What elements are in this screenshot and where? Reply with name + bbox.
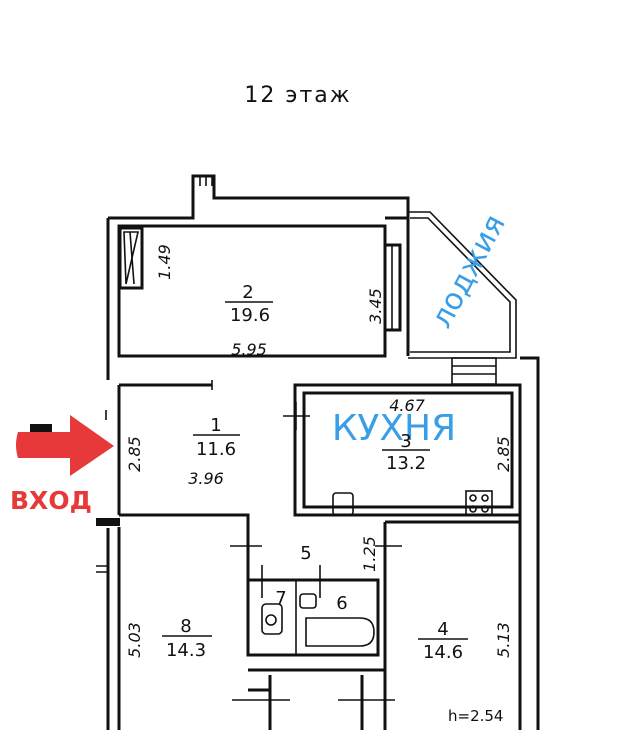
room-3-number: 3	[400, 431, 411, 452]
room-7-number: 7	[275, 588, 286, 609]
dim-room8-height: 5.03	[125, 622, 144, 658]
room-5-number: 5	[300, 543, 311, 564]
dim-hall-height: 2.85	[125, 436, 144, 472]
room-8-number: 8	[180, 616, 191, 637]
floor-label: 12 этаж	[244, 83, 351, 108]
dim-corridor: 1.25	[360, 536, 379, 572]
dim-kitchen-width: 4.67	[389, 396, 425, 415]
entrance-label: ВХОД	[10, 486, 92, 515]
room-4-area: 14.6	[423, 642, 463, 663]
dim-room4-height: 5.13	[494, 622, 513, 658]
room-6-number: 6	[336, 593, 347, 614]
dim-hall-width: 3.96	[188, 469, 224, 488]
room-4-number: 4	[437, 619, 448, 640]
room-3-area: 13.2	[386, 453, 426, 474]
room-2-area: 19.6	[230, 305, 270, 326]
door-mark	[96, 518, 120, 526]
room-8-area: 14.3	[166, 640, 206, 661]
room-1-area: 11.6	[196, 439, 236, 460]
walls	[96, 174, 540, 730]
entrance-marker	[16, 415, 120, 526]
dim-window-niche: 1.49	[155, 244, 174, 280]
kitchen-label: КУХНЯ	[332, 408, 456, 449]
entrance-black-mark	[30, 424, 52, 434]
entrance-arrow-icon	[16, 415, 114, 476]
dim-room2-height: 3.45	[366, 288, 385, 324]
room-2-number: 2	[242, 282, 253, 303]
dim-room2-width: 5.95	[231, 340, 267, 359]
ceiling-height: h=2.54	[448, 707, 503, 725]
dim-kitchen-height: 2.85	[494, 436, 513, 472]
room-1-number: 1	[210, 415, 221, 436]
